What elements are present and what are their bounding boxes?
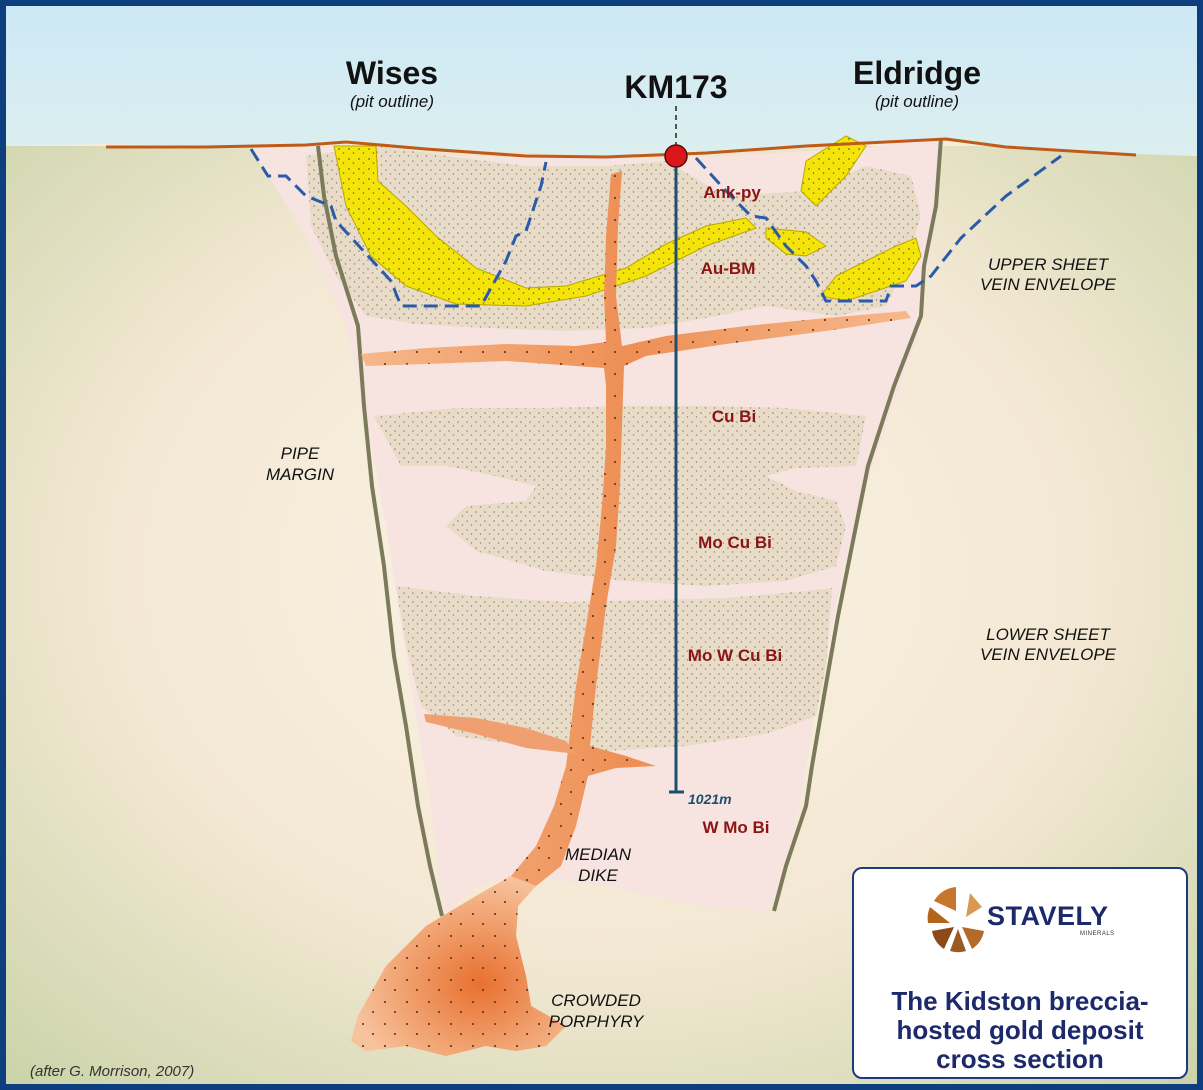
- drillhole-collar: [665, 145, 687, 167]
- brand-name: STAVELY: [987, 901, 1109, 932]
- median-dike-label-line1: MEDIAN: [565, 845, 632, 864]
- drillhole-name: KM173: [624, 69, 727, 105]
- diagram-title-line1: The Kidston breccia-: [854, 987, 1186, 1016]
- diagram-title-line2: hosted gold deposit: [854, 1016, 1186, 1045]
- pipe-margin-label-line1: PIPE: [281, 444, 320, 463]
- pit-sub-wises: (pit outline): [350, 92, 434, 111]
- zone-label-cu-bi: Cu Bi: [712, 407, 756, 426]
- pit-name-wises: Wises: [346, 55, 438, 91]
- lower-sheet-label-line2: VEIN ENVELOPE: [980, 645, 1117, 664]
- crowded-porphyry-label-line2: PORPHYRY: [549, 1012, 645, 1031]
- source-credit: (after G. Morrison, 2007): [30, 1063, 194, 1080]
- drillhole-depth-label: 1021m: [688, 791, 732, 807]
- upper-sheet-label-line1: UPPER SHEET: [988, 255, 1110, 274]
- stavely-logo-icon: [926, 883, 986, 963]
- zone-label-w-mo-bi: W Mo Bi: [702, 818, 769, 837]
- pit-sub-eldridge: (pit outline): [875, 92, 959, 111]
- sky-area: [6, 6, 1197, 156]
- pipe-margin-label-line2: MARGIN: [266, 465, 335, 484]
- zone-label-mo-w-cu-bi: Mo W Cu Bi: [688, 646, 782, 665]
- diagram-title: The Kidston breccia- hosted gold deposit…: [854, 987, 1186, 1074]
- median-dike-label-line2: DIKE: [578, 866, 618, 885]
- zone-label-au-bm: Au-BM: [701, 259, 756, 278]
- zone-label-ank-py: Ank-py: [703, 183, 761, 202]
- pit-name-eldridge: Eldridge: [853, 55, 981, 91]
- logo-box: STAVELY MINERALS The Kidston breccia- ho…: [852, 867, 1188, 1079]
- brand-subtitle: MINERALS: [1080, 931, 1115, 937]
- upper-sheet-label-line2: VEIN ENVELOPE: [980, 275, 1117, 294]
- lower-sheet-label-line1: LOWER SHEET: [986, 625, 1111, 644]
- diagram-title-line3: cross section: [854, 1045, 1186, 1074]
- zone-label-mo-cu-bi: Mo Cu Bi: [698, 533, 772, 552]
- crowded-porphyry-label-line1: CROWDED: [551, 991, 641, 1010]
